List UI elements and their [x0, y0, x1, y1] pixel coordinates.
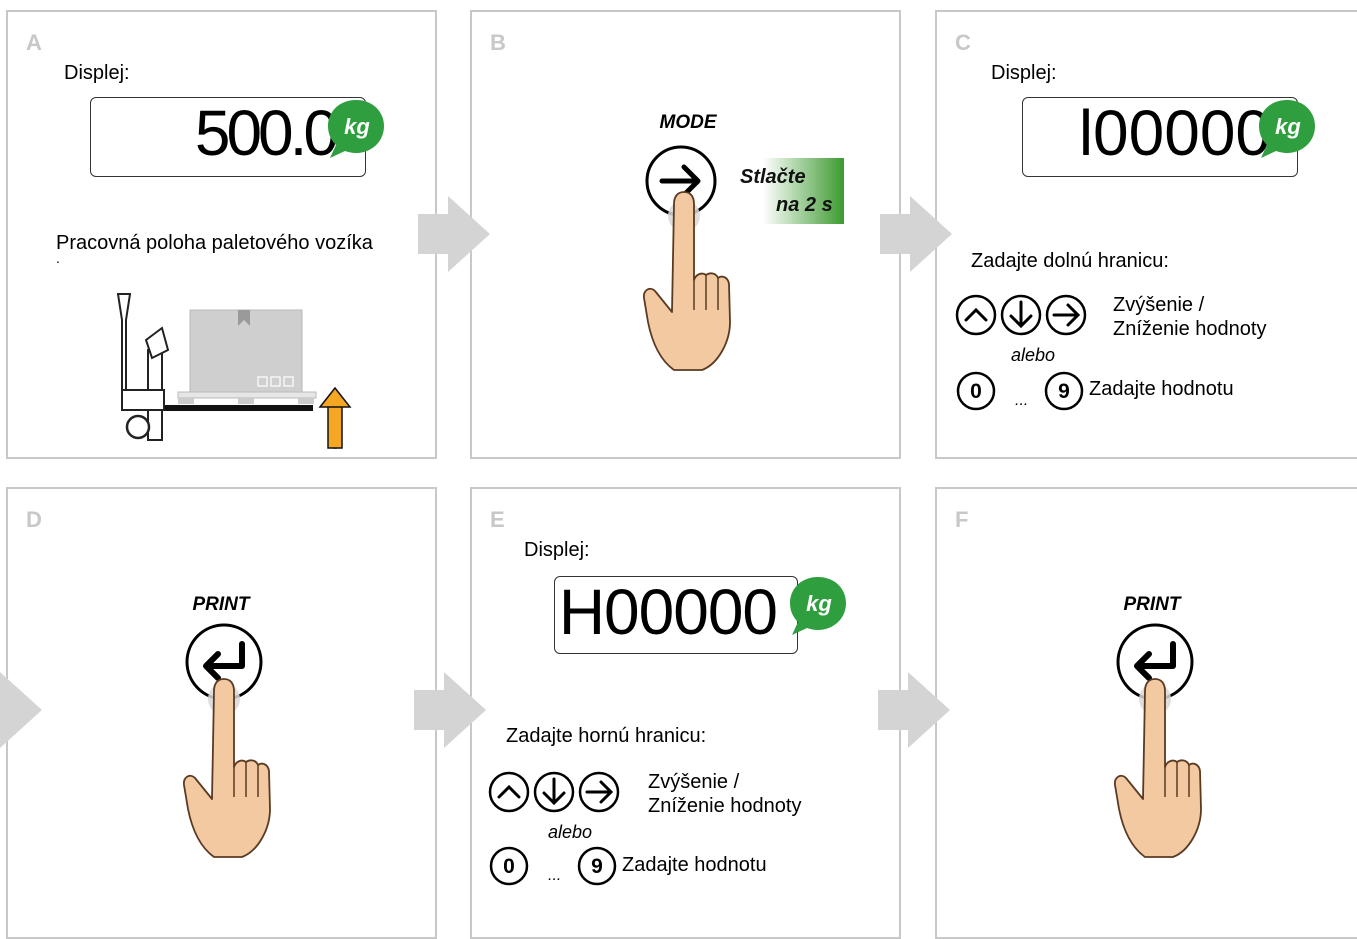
instruction-line1: Stlačte [740, 166, 806, 188]
arrows-desc-line1: Zvýšenie / [648, 771, 740, 793]
key-0[interactable]: 0 [955, 370, 997, 412]
panel-letter: C [955, 30, 971, 55]
unit-label: kg [806, 591, 832, 616]
instruction-line2: na 2 s [776, 194, 833, 216]
enter-arrow-icon [1134, 641, 1176, 681]
arrow-right-icon [1052, 303, 1081, 327]
speech-bubble-icon: kg [1259, 100, 1315, 158]
unit-label: kg [1275, 114, 1301, 139]
caption-dot: . [56, 250, 60, 266]
mode-button-label: MODE [659, 112, 717, 133]
arrow-keys [955, 294, 1087, 336]
panel-f: F PRINT [935, 487, 1357, 939]
right-key[interactable] [1045, 294, 1087, 336]
down-key[interactable] [533, 771, 575, 813]
speech-bubble-icon: kg [328, 100, 384, 158]
arrow-up-icon [497, 784, 521, 799]
display-value: H00000 [558, 576, 778, 648]
caption: Pracovná poloha paletového vozíka [56, 232, 373, 254]
key-0[interactable]: 0 [488, 845, 530, 887]
display-label: Displej: [991, 62, 1057, 84]
or-label: alebo [1011, 345, 1056, 365]
panel-letter: E [490, 507, 505, 532]
panel-a: A Displej: 500.0 kg Pracovná poloha pale… [6, 10, 437, 459]
panel-c: C Displej: l00000 kg Zadajte dolnú hrani… [935, 10, 1357, 459]
mode-button[interactable] [644, 144, 718, 218]
panel-d: D PRINT [6, 487, 437, 939]
panel-b: B MODE Stlačte na 2 s [470, 10, 901, 459]
prompt-lower-limit: Zadajte dolnú hranicu: [971, 250, 1169, 272]
unit-label: kg [344, 114, 370, 139]
arrow-up-icon [964, 307, 988, 322]
prompt-upper-limit: Zadajte hornú hranicu: [506, 725, 707, 747]
print-button-label: PRINT [192, 594, 250, 615]
pointing-hand-icon [1114, 678, 1202, 858]
keys-desc: Zadajte hodnotu [1089, 378, 1234, 400]
display-value: l00000 [1078, 97, 1271, 169]
panel-e: E Displej: H00000 kg Zadajte hornú hrani… [470, 487, 901, 939]
arrows-desc-line2: Zníženie hodnoty [648, 795, 802, 817]
display-label: Displej: [64, 62, 130, 84]
arrow-keys [488, 771, 620, 813]
enter-arrow-icon [203, 641, 245, 681]
svg-text:0: 0 [970, 380, 982, 403]
or-label: alebo [548, 822, 593, 842]
chevron-right-block-arrow [418, 196, 490, 272]
print-button-label: PRINT [1123, 594, 1181, 615]
keys-desc: Zadajte hodnotu [622, 854, 767, 876]
scale-display: l00000 [1022, 97, 1298, 177]
hold-instruction-badge: Stlačte na 2 s [736, 158, 844, 224]
pointing-hand-icon [643, 191, 731, 371]
panel-letter: A [26, 30, 42, 55]
arrow-down-icon [1009, 300, 1033, 329]
pointing-hand-icon [183, 678, 271, 858]
down-key[interactable] [1000, 294, 1042, 336]
arrows-desc-line1: Zvýšenie / [1113, 294, 1205, 316]
svg-text:0: 0 [503, 855, 515, 878]
display-label: Displej: [524, 539, 590, 561]
display-value: 500.0 [194, 97, 339, 169]
panel-letter: B [490, 30, 506, 55]
arrows-desc-line2: Zníženie hodnoty [1113, 318, 1267, 340]
ellipsis: ... [548, 867, 562, 884]
arrow-right-icon [659, 164, 701, 198]
panel-letter: F [955, 507, 969, 532]
arrow-down-icon [542, 777, 566, 806]
chevron-right-block-arrow [878, 672, 950, 748]
pallet-truck-icon [116, 293, 352, 449]
chevron-right-block-arrow [414, 672, 486, 748]
svg-text:9: 9 [1058, 380, 1070, 403]
key-9[interactable]: 9 [1043, 370, 1085, 412]
print-button[interactable] [1115, 622, 1195, 702]
right-key[interactable] [578, 771, 620, 813]
up-key[interactable] [488, 771, 530, 813]
arrow-right-icon [585, 780, 614, 804]
scale-display: H00000 [554, 576, 798, 654]
scale-display: 500.0 [90, 97, 366, 177]
chevron-right-block-arrow [0, 672, 42, 748]
panel-letter: D [26, 507, 42, 532]
speech-bubble-icon: kg [790, 577, 846, 635]
up-key[interactable] [955, 294, 997, 336]
svg-text:9: 9 [591, 855, 603, 878]
chevron-right-block-arrow [880, 196, 952, 272]
ellipsis: ... [1015, 392, 1029, 409]
key-9[interactable]: 9 [576, 845, 618, 887]
